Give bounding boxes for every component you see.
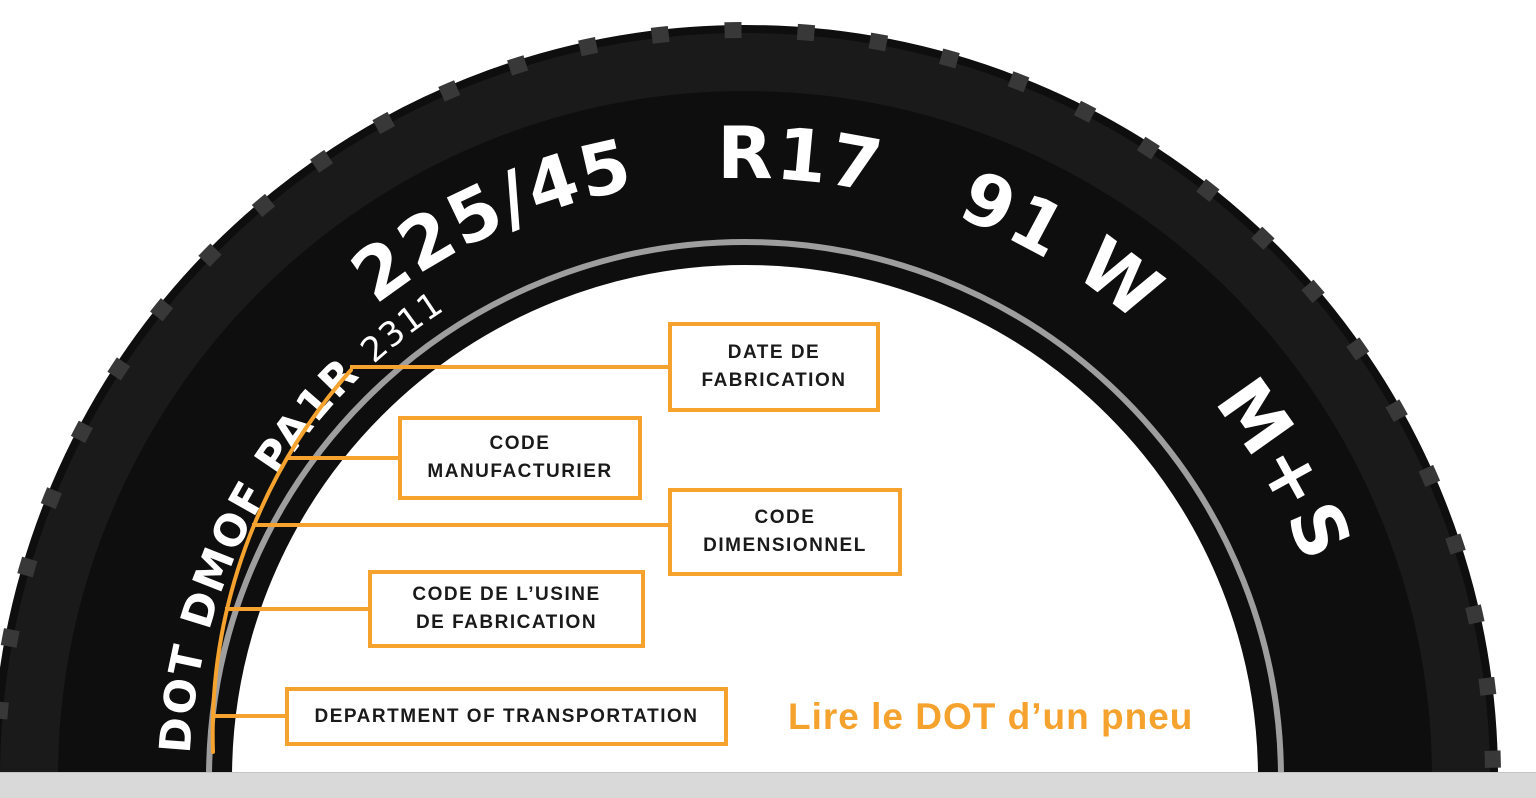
callout-code-usine-fabrication: CODE DE L’USINE DE FABRICATION [368,570,645,648]
callout-label: MANUFACTURIER [427,461,613,482]
callout-label: CODE [489,433,551,455]
callout-date-fabrication: DATE DE FABRICATION [668,322,880,412]
dot-bracket-arc [210,368,353,754]
callout-label: DATE DE [727,342,821,364]
callout-code-dimensionnel: CODE DIMENSIONNEL [668,488,902,576]
diagram-title: Lire le DOT d’un pneu [788,696,1194,737]
callout-label: CODE [754,507,816,529]
callout-label: DIMENSIONNEL [703,535,867,556]
callout-code-manufacturier: CODE MANUFACTURIER [398,416,642,500]
callout-label: FABRICATION [701,370,847,391]
callout-label: CODE DE L’USINE [412,584,601,606]
callout-department-of-transportation: DEPARTMENT OF TRANSPORTATION [285,687,728,746]
callout-label: DE FABRICATION [415,612,598,633]
callout-label: DEPARTMENT OF TRANSPORTATION [314,705,699,727]
ground-strip [0,772,1536,798]
